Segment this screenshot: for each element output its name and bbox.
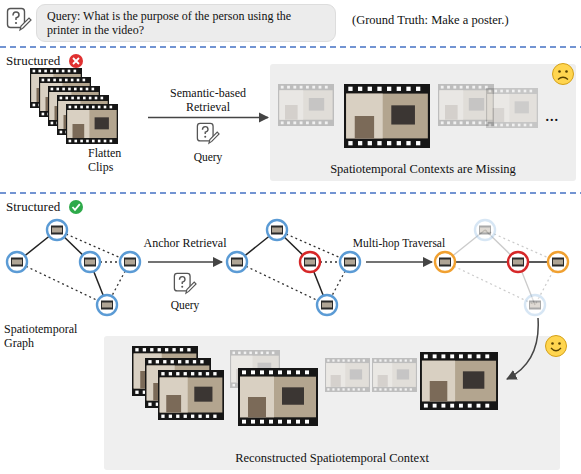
graph-node (7, 220, 140, 315)
panel-ground (104, 336, 560, 470)
arrow-label: Semantic-based Retrieval (161, 86, 256, 114)
graph-node (475, 220, 545, 315)
retrieved-frame (344, 84, 430, 148)
sad-face (553, 64, 574, 85)
ellipsis: ... (545, 106, 559, 124)
arrow-label: Anchor Retrieval (144, 236, 227, 250)
happy-face (546, 336, 567, 357)
query-icon (197, 123, 219, 143)
curved-arrow (507, 318, 538, 379)
query-text: Query: What is the purpose of the person… (47, 9, 325, 37)
panel-caption: Reconstructed Spatiotemporal Context (104, 451, 560, 465)
graph-group: Spatiotemporal Graph (4, 216, 150, 350)
query-box: Query: What is the purpose of the person… (36, 4, 336, 42)
ground-truth-note: (Ground Truth: Make a poster.) (352, 13, 509, 27)
clip-stack (30, 68, 118, 144)
context-panel: Reconstructed Spatiotemporal Context (104, 336, 560, 470)
section-heading: Structured (6, 199, 60, 215)
graph-edges (17, 230, 130, 305)
graph-node (227, 220, 360, 315)
separator-line (0, 192, 581, 194)
graph-caption: Spatiotemporal Graph (4, 322, 84, 350)
panel-ground (270, 64, 576, 181)
anchor-node (508, 252, 528, 272)
retrieval-panel: Spatiotemporal Contexts are Missing (270, 64, 576, 181)
context-frames (132, 346, 498, 426)
query-caption: Query (194, 150, 223, 164)
clip-stack: Flatten Clips (28, 65, 146, 170)
traversal-edges (445, 261, 558, 263)
section-heading: Structured (6, 53, 60, 69)
stack-caption: Flatten Clips (88, 146, 138, 174)
query-icon (174, 273, 196, 293)
arrow-label: Multi-hop Traversal (353, 236, 445, 250)
query-icon (8, 9, 32, 31)
fail-icon (69, 54, 83, 68)
neighbor-node (435, 252, 568, 272)
anchor-node (300, 252, 320, 272)
panel-caption: Spatiotemporal Contexts are Missing (270, 162, 576, 176)
process-arrow (148, 261, 222, 263)
query-caption: Query (171, 298, 200, 312)
process-arrow (366, 261, 432, 263)
graph-edges (237, 230, 350, 305)
graph-edges (445, 230, 558, 305)
connector-arrow (148, 117, 268, 119)
success-icon (69, 200, 83, 214)
separator-line (0, 46, 581, 48)
